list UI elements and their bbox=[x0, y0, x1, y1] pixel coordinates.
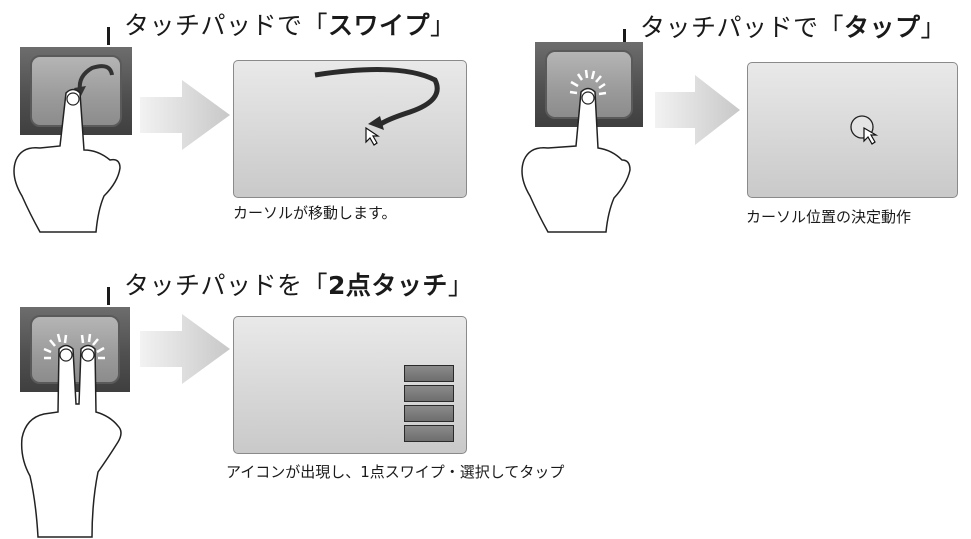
two-point-caption: アイコンが出現し、1点スワイプ・選択してタップ bbox=[226, 463, 565, 481]
hand-icon bbox=[20, 344, 122, 538]
hand-icon bbox=[521, 87, 631, 233]
display-screen bbox=[233, 60, 467, 198]
menu-icon-button bbox=[404, 405, 454, 422]
tap-burst-icon bbox=[43, 333, 105, 360]
two-point-title: タッチパッドを「2点タッチ」 bbox=[124, 271, 474, 300]
right-arrow-icon bbox=[140, 80, 230, 150]
title-tick bbox=[107, 287, 110, 305]
tap-burst-icon bbox=[569, 69, 607, 96]
tap-caption: カーソル位置の決定動作 bbox=[746, 208, 912, 226]
title-tick bbox=[623, 29, 626, 47]
cursor-path-icon bbox=[314, 67, 440, 130]
hand-icon bbox=[13, 88, 121, 233]
right-arrow-icon bbox=[140, 314, 230, 384]
display-screen bbox=[233, 316, 467, 454]
swipe-title: タッチパッドで「スワイプ」 bbox=[124, 11, 456, 40]
menu-icon-button bbox=[404, 385, 454, 402]
tap-panel: タッチパッドで「タップ」 カーソル位置の決定動作 bbox=[490, 0, 971, 240]
cursor-arrow-icon bbox=[850, 115, 879, 145]
swipe-panel: タッチパッドで「スワイプ」 カーソルが移動します。 bbox=[0, 0, 480, 240]
cursor-arrow-icon bbox=[365, 126, 380, 146]
title-tick bbox=[107, 27, 110, 45]
two-point-panel: タッチパッドを「2点タッチ」 bbox=[0, 262, 640, 539]
menu-icon-button bbox=[404, 365, 454, 382]
menu-icon-button bbox=[404, 425, 454, 442]
right-arrow-icon bbox=[655, 75, 740, 145]
touchpad bbox=[535, 42, 643, 127]
tap-title: タッチパッドで「タップ」 bbox=[640, 13, 947, 42]
swipe-caption: カーソルが移動します。 bbox=[233, 204, 397, 222]
